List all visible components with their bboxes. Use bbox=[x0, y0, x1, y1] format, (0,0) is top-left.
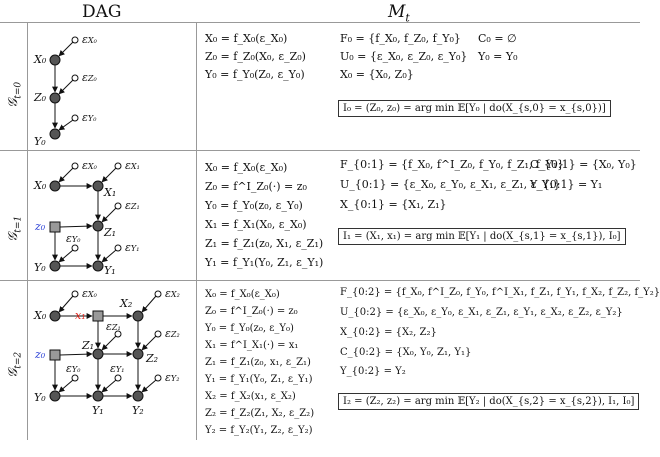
row2-intervention-box: I₂ = (Z₂, z₂) = arg min 𝔼[Y₂ | do(X_{s,2… bbox=[338, 393, 640, 410]
dag-diagrams: X₀ Z₀ Y₀ εX₀ εZ₀ εY₀ X₀ X₁ z₀ Z₁ Y₀ Y₁ εX₀ εX… bbox=[33, 33, 180, 417]
row-rule-1 bbox=[0, 150, 640, 151]
svg-text:εX₀: εX₀ bbox=[82, 33, 98, 46]
svg-text:εZ₁: εZ₁ bbox=[106, 320, 121, 333]
svg-text:X₀: X₀ bbox=[33, 53, 47, 66]
svg-text:z₀: z₀ bbox=[34, 348, 46, 361]
row1-eq-3: X₁ = f_X₁(X₀, ε_X₀) bbox=[205, 218, 307, 231]
row0-eq-2: Y₀ = f_Y₀(Z₀, ε_Y₀) bbox=[205, 68, 305, 81]
svg-text:z₀: z₀ bbox=[34, 220, 46, 233]
svg-text:Z₁: Z₁ bbox=[81, 339, 94, 352]
svg-text:Z₁: Z₁ bbox=[103, 226, 116, 239]
row2-set-4: Y_{0:2} = Y₂ bbox=[340, 366, 406, 377]
svg-text:Y₁: Y₁ bbox=[104, 264, 116, 277]
row1-set-1: U_{0:1} = {ε_X₀, ε_Y₀, ε_X₁, ε_Z₁, ε_Y₁} bbox=[340, 178, 561, 191]
svg-text:Y₀: Y₀ bbox=[34, 261, 46, 274]
row1-set-2: X_{0:1} = {X₁, Z₁} bbox=[340, 198, 447, 211]
column-rule-mid bbox=[196, 22, 197, 440]
row2-set-1: U_{0:2} = {ε_X₀, ε_Y₀, ε_X₁, ε_Z₁, ε_Y₁,… bbox=[340, 307, 623, 318]
row0-eq-1: Z₀ = f_Z₀(X₀, ε_Z₀) bbox=[205, 50, 306, 63]
row2-set-2: X_{0:2} = {X₂, Z₂} bbox=[340, 327, 437, 338]
svg-text:εY₀: εY₀ bbox=[82, 111, 97, 124]
row0-set-right-0: C₀ = ∅ bbox=[478, 32, 517, 45]
row1-eq-1: Z₀ = f^I_Z₀(·) = z₀ bbox=[205, 180, 307, 193]
svg-text:x₁: x₁ bbox=[75, 309, 86, 322]
row0-set-0: F₀ = {f_X₀, f_Z₀, f_Y₀} bbox=[340, 32, 461, 45]
row2-eq-6: X₂ = f_X₂(x₁, ε_X₂) bbox=[205, 391, 296, 402]
svg-text:Z₂: Z₂ bbox=[145, 352, 158, 365]
svg-text:εX₁: εX₁ bbox=[125, 159, 140, 172]
svg-text:εY₀: εY₀ bbox=[66, 232, 81, 245]
row0-set-2: X₀ = {X₀, Z₀} bbox=[340, 68, 414, 81]
row0-eq-0: X₀ = f_X₀(ε_X₀) bbox=[205, 32, 288, 45]
row2-eq-1: Z₀ = f^I_Z₀(·) = z₀ bbox=[205, 306, 298, 317]
row-rule-2 bbox=[0, 280, 640, 281]
svg-text:Y₁: Y₁ bbox=[92, 404, 104, 417]
row2-eq-4: Z₁ = f_Z₁(z₀, x₁, ε_Z₁) bbox=[205, 357, 311, 368]
row2-set-0: F_{0:2} = {f_X₀, f^I_Z₀, f_Y₀, f^I_X₁, f… bbox=[340, 287, 660, 298]
svg-text:X₁: X₁ bbox=[103, 186, 116, 199]
svg-text:εZ₁: εZ₁ bbox=[125, 199, 140, 212]
svg-text:Y₀: Y₀ bbox=[34, 135, 46, 148]
row2-eq-0: X₀ = f_X₀(ε_X₀) bbox=[205, 289, 280, 300]
svg-text:Z₀: Z₀ bbox=[33, 91, 47, 104]
svg-text:εZ₀: εZ₀ bbox=[82, 71, 97, 84]
row1-eq-2: Y₀ = f_Y₀(z₀, ε_Y₀) bbox=[205, 199, 303, 212]
svg-text:Y₂: Y₂ bbox=[132, 404, 144, 417]
row0-intervention-box: I₀ = (Z₀, z₀) = arg min 𝔼[Y₀ | do(X_{s,0… bbox=[338, 100, 611, 117]
svg-text:X₀: X₀ bbox=[33, 179, 47, 192]
column-rule-left bbox=[27, 22, 28, 440]
dag-g2 bbox=[49, 290, 162, 402]
row2-eq-3: X₁ = f^I_X₁(·) = x₁ bbox=[205, 340, 299, 351]
row1-eq-0: X₀ = f_X₀(ε_X₀) bbox=[205, 161, 288, 174]
row1-set-right-0: C_{0:1} = {X₀, Y₀} bbox=[530, 158, 637, 171]
row2-eq-7: Z₂ = f_Z₂(Z₁, X₂, ε_Z₂) bbox=[205, 408, 315, 419]
svg-text:Y₀: Y₀ bbox=[34, 391, 46, 404]
row2-eq-8: Y₂ = f_Y₂(Y₁, Z₂, ε_Y₂) bbox=[205, 425, 313, 436]
row1-eq-4: Z₁ = f_Z₁(z₀, X₁, ε_Z₁) bbox=[205, 237, 324, 250]
row0-set-1: U₀ = {ε_X₀, ε_Z₀, ε_Y₀} bbox=[340, 50, 468, 63]
row1-intervention-box: I₁ = (X₁, x₁) = arg min 𝔼[Y₁ | do(X_{s,1… bbox=[338, 228, 626, 245]
svg-text:εY₁: εY₁ bbox=[125, 241, 139, 254]
row2-set-3: C_{0:2} = {X₀, Y₀, Z₁, Y₁} bbox=[340, 347, 472, 358]
dag-header: DAG bbox=[82, 2, 122, 22]
mt-header: Mt bbox=[388, 2, 410, 25]
dag-g1 bbox=[49, 162, 122, 272]
svg-text:X₀: X₀ bbox=[33, 309, 47, 322]
svg-text:X₂: X₂ bbox=[119, 297, 132, 310]
row1-set-right-1: Y_{0:1} = Y₁ bbox=[530, 178, 603, 191]
row2-eq-2: Y₀ = f_Y₀(z₀, ε_Y₀) bbox=[205, 323, 294, 334]
svg-text:εZ₂: εZ₂ bbox=[165, 327, 180, 340]
svg-text:εY₁: εY₁ bbox=[110, 362, 124, 375]
row0-set-right-1: Y₀ = Y₀ bbox=[478, 50, 518, 63]
dag-g0 bbox=[49, 36, 79, 140]
svg-text:εX₀: εX₀ bbox=[82, 287, 98, 300]
svg-text:εX₂: εX₂ bbox=[165, 287, 180, 300]
svg-text:εY₂: εY₂ bbox=[165, 371, 179, 384]
svg-text:εY₀: εY₀ bbox=[66, 362, 81, 375]
row2-eq-5: Y₁ = f_Y₁(Y₀, Z₁, ε_Y₁) bbox=[205, 374, 313, 385]
row1-set-0: F_{0:1} = {f_X₀, f^I_Z₀, f_Y₀, f_Z₁, f_Y… bbox=[340, 158, 565, 171]
row1-eq-5: Y₁ = f_Y₁(Y₀, Z₁, ε_Y₁) bbox=[205, 256, 324, 269]
header-rule bbox=[0, 22, 640, 23]
svg-text:εX₀: εX₀ bbox=[82, 159, 98, 172]
